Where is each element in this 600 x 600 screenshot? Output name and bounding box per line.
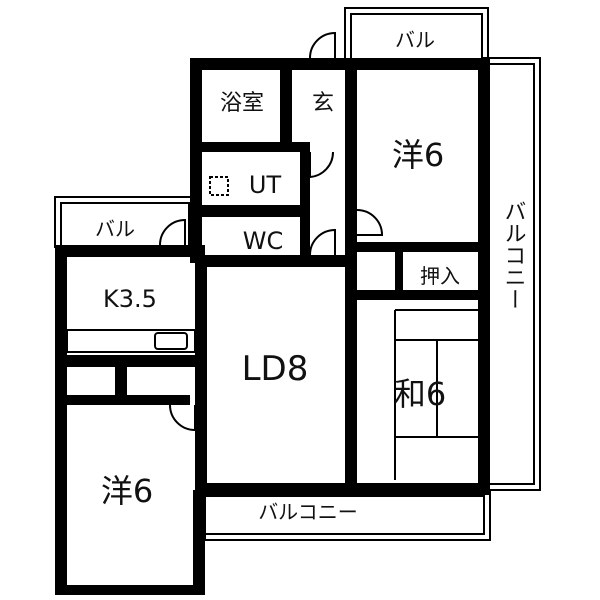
walls (55, 58, 490, 595)
label-toilet: WC (243, 227, 284, 255)
label-living-dining: LD8 (242, 349, 309, 389)
door-swing-icon (309, 228, 336, 256)
label-utility: UT (249, 171, 282, 199)
sink-icon (154, 332, 188, 350)
fixtures (66, 31, 480, 480)
door-swing-icon (169, 404, 196, 432)
label-balcony-top: バル (395, 28, 435, 52)
label-western-room-top: 洋6 (392, 136, 444, 174)
label-balcony-right: バルコニー (501, 200, 526, 310)
label-bath: 浴室 (220, 91, 264, 116)
washer-icon (209, 176, 229, 196)
door-swing-icon (309, 31, 336, 59)
balconies (54, 7, 541, 541)
label-entrance: 玄 (312, 91, 334, 116)
door-swing-icon (159, 218, 186, 246)
label-closet: 押入 (420, 264, 460, 288)
label-western-room-bottom: 洋6 (101, 472, 153, 510)
label-japanese-room: 和6 (394, 375, 446, 413)
room-labels: 浴室 玄 洋6 UT WC バル バル K3.5 LD8 押入 和6 洋6 バル… (95, 28, 526, 524)
label-balcony-bottom: バルコニー (258, 500, 358, 524)
label-balcony-left: バル (95, 217, 135, 241)
door-swing-icon (356, 209, 384, 236)
label-kitchen: K3.5 (103, 285, 157, 313)
door-swing-icon (309, 151, 335, 179)
